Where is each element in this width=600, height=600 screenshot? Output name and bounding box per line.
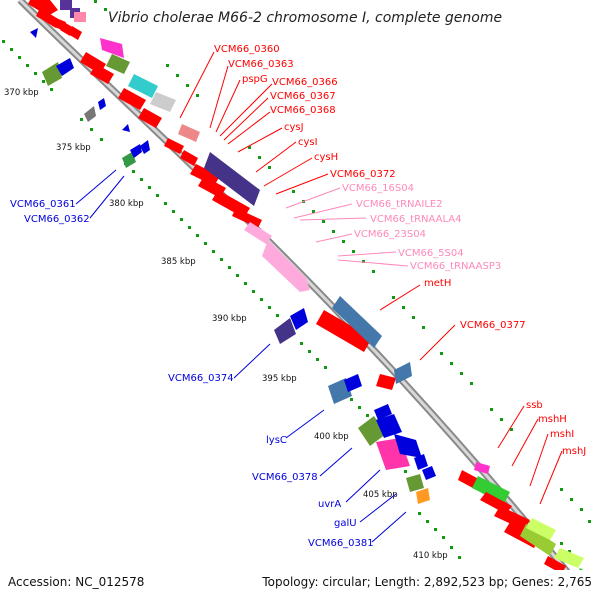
tick-label: 395 kbp — [262, 374, 297, 384]
leader-lines-left — [75, 169, 407, 543]
gene-label: VCM66_0366 — [272, 77, 338, 88]
tick-label: 375 kbp — [56, 143, 91, 153]
gene-label: lysC — [266, 435, 287, 446]
tick-dots-inner — [2, 40, 461, 559]
gene-label: galU — [334, 518, 357, 529]
tick-labels: 370 kbp 375 kbp 380 kbp 385 kbp 390 kbp … — [4, 88, 448, 561]
gene-label: VCM66_0378 — [252, 472, 318, 483]
gene-label: ssb — [526, 400, 543, 411]
gene-label: VCM66_5S04 — [398, 248, 464, 259]
tick-label: 390 kbp — [212, 314, 247, 324]
leader-lines-right — [179, 51, 563, 505]
gene-label: VCM66_tRNAASP3 — [410, 261, 501, 272]
gene-label: VCM66_16S04 — [342, 183, 414, 194]
gene-label: mshH — [538, 414, 567, 425]
tick-label: 405 kbp — [363, 490, 398, 500]
tick-label: 380 kbp — [109, 199, 144, 209]
gene-label: VCM66_tRNAILE2 — [356, 199, 443, 210]
gene-label: VCM66_tRNAALA4 — [370, 214, 462, 225]
gene-label: metH — [424, 278, 451, 289]
tick-label: 410 kbp — [413, 551, 448, 561]
gene-labels-left: VCM66_0361 VCM66_0362 VCM66_0374 lysC VC… — [10, 199, 374, 549]
accession-text: Accession: NC_012578 — [8, 575, 144, 589]
gene-labels-right: VCM66_0360 VCM66_0363 pspG VCM66_0366 VC… — [214, 44, 586, 457]
reverse-strand-genes — [30, 28, 436, 504]
forward-strand-genes — [28, 0, 584, 570]
tick-label: 370 kbp — [4, 88, 39, 98]
gene-label: mshJ — [562, 446, 586, 457]
gene-label: VCM66_0374 — [168, 373, 234, 384]
gene-label: VCM66_23S04 — [354, 229, 426, 240]
gene-label: cysH — [314, 152, 338, 163]
gene-label: cysI — [298, 137, 318, 148]
gene-label: uvrA — [318, 499, 341, 510]
gene-label: VCM66_0368 — [270, 105, 336, 116]
gene-label: VCM66_0361 — [10, 199, 76, 210]
genome-summary-text: Topology: circular; Length: 2,892,523 bp… — [261, 575, 592, 589]
gene-label: mshI — [550, 429, 574, 440]
tick-dots-outer — [94, 0, 591, 553]
gene-label: VCM66_0360 — [214, 44, 280, 55]
map-title: Vibrio cholerae M66-2 chromosome I, comp… — [108, 10, 502, 26]
leader-lines-pink — [285, 187, 409, 267]
gene-label: pspG — [242, 74, 268, 85]
gene-label: VCM66_0362 — [24, 214, 90, 225]
tick-label: 400 kbp — [314, 432, 349, 442]
gene-label: VCM66_0363 — [228, 59, 294, 70]
gene-label: cysJ — [284, 122, 304, 133]
gene-label: VCM66_0372 — [330, 169, 396, 180]
tick-label: 385 kbp — [161, 257, 196, 267]
gene-label: VCM66_0367 — [270, 91, 336, 102]
gene-label: VCM66_0381 — [308, 538, 374, 549]
gene-label: VCM66_0377 — [460, 320, 526, 331]
